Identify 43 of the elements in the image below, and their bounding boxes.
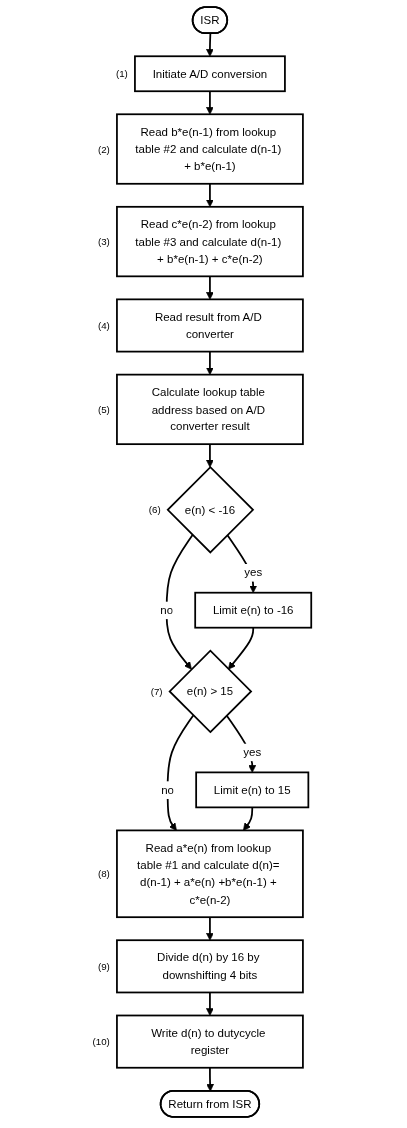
decision-diamond: e(n) < -16 <box>166 465 255 554</box>
terminal-box: ISR <box>191 6 228 35</box>
step-number: (6) <box>148 504 161 516</box>
arrow <box>226 534 257 594</box>
arrow <box>205 916 214 941</box>
arrow <box>227 626 254 670</box>
step-number: (5) <box>97 403 110 415</box>
process-box: Write d(n) to dutycycle register <box>115 1014 304 1069</box>
step-number: (7) <box>150 685 163 697</box>
arrow <box>225 714 256 773</box>
arrow <box>205 991 214 1016</box>
step-number: (10) <box>92 1036 110 1048</box>
edge-label: yes <box>243 743 262 761</box>
process-box: Read c*e(n-2) from lookup table #3 and calculate d(n-1) + b*e(n-1) + c*e(n-2) <box>115 205 304 278</box>
process-box: Calculate lookup table address based on A/D converter result <box>115 373 304 446</box>
edge-label: yes <box>244 563 262 582</box>
edge-label: no <box>160 601 173 619</box>
terminal-box: Return from ISR <box>159 1089 260 1118</box>
decision-diamond: e(n) > 15 <box>168 649 253 734</box>
process-box: Limit e(n) to 15 <box>195 771 310 809</box>
step-number: (9) <box>97 960 110 972</box>
process-box: Read a*e(n) from lookup table #1 and calculate d(n)= d(n-1) + a*e(n) +b*e(n-1) + c*e(n-2) <box>115 829 304 919</box>
step-number: (4) <box>97 320 110 331</box>
arrow <box>206 1066 214 1092</box>
arrow <box>205 443 214 468</box>
step-number: (3) <box>97 236 110 248</box>
process-box: Read b*e(n-1) from lookup table #2 and calculate d(n-1) + b*e(n-1) <box>115 113 304 185</box>
arrow <box>166 714 194 831</box>
arrow <box>205 275 214 300</box>
step-number: (8) <box>97 868 110 880</box>
edge-label: no <box>161 781 174 799</box>
step-number: (1) <box>115 68 128 80</box>
process-box: Divide d(n) by 16 by downshifting 4 bits <box>115 939 304 994</box>
process-box: Limit e(n) to -16 <box>194 591 312 629</box>
step-number: (2) <box>97 143 110 155</box>
arrow <box>205 182 214 208</box>
arrow <box>205 90 214 115</box>
arrow <box>205 350 214 375</box>
process-box: Read result from A/D converter <box>115 298 304 353</box>
arrow <box>205 32 214 57</box>
process-box: Initiate A/D conversion <box>133 55 286 93</box>
arrow <box>165 534 194 670</box>
arrow <box>242 806 253 831</box>
